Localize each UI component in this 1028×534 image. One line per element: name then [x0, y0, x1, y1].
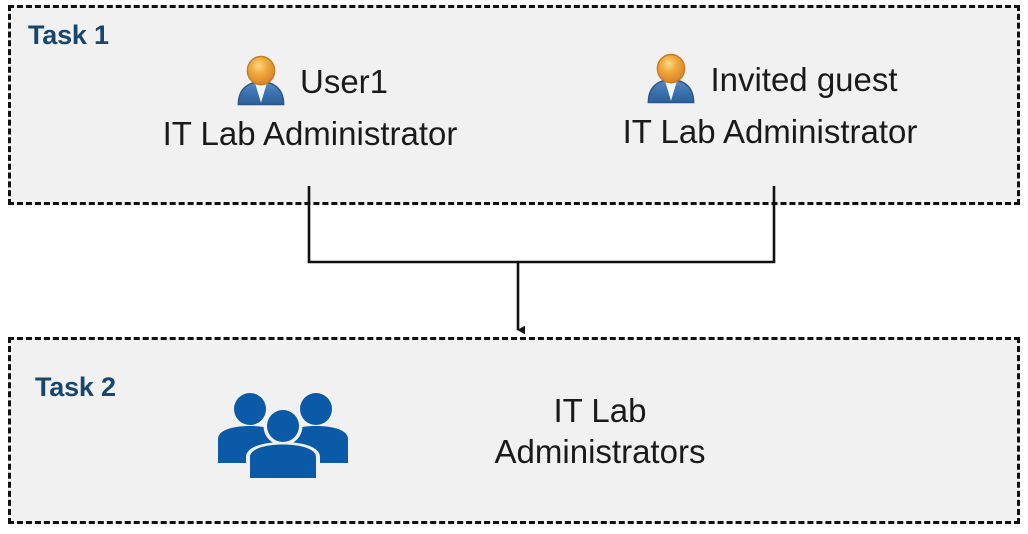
people-group-icon: [213, 387, 353, 482]
person-invited-guest: Invited guest IT Lab Administrator: [580, 50, 960, 150]
task-2-label: Task 2: [35, 372, 116, 402]
person-user1-role: IT Lab Administrator: [162, 115, 458, 152]
person-invited-guest-role: IT Lab Administrator: [622, 113, 918, 150]
person-user1-row: User1: [130, 52, 490, 110]
task-2-container: [8, 337, 1020, 524]
group-name-line-1: IT Lab: [553, 392, 647, 429]
group-name-label: IT Lab Administrators: [400, 390, 800, 473]
task-1-container: [8, 5, 1020, 205]
person-invited-guest-row: Invited guest: [580, 50, 960, 108]
person-invited-guest-name: Invited guest: [710, 60, 898, 98]
person-user1: User1 IT Lab Administrator: [130, 52, 490, 152]
user-icon: [642, 50, 700, 108]
group-name-line-2: Administrators: [494, 433, 706, 471]
task-1-label: Task 1: [28, 20, 109, 50]
user-icon: [232, 52, 290, 110]
person-user1-name: User1: [299, 62, 389, 100]
